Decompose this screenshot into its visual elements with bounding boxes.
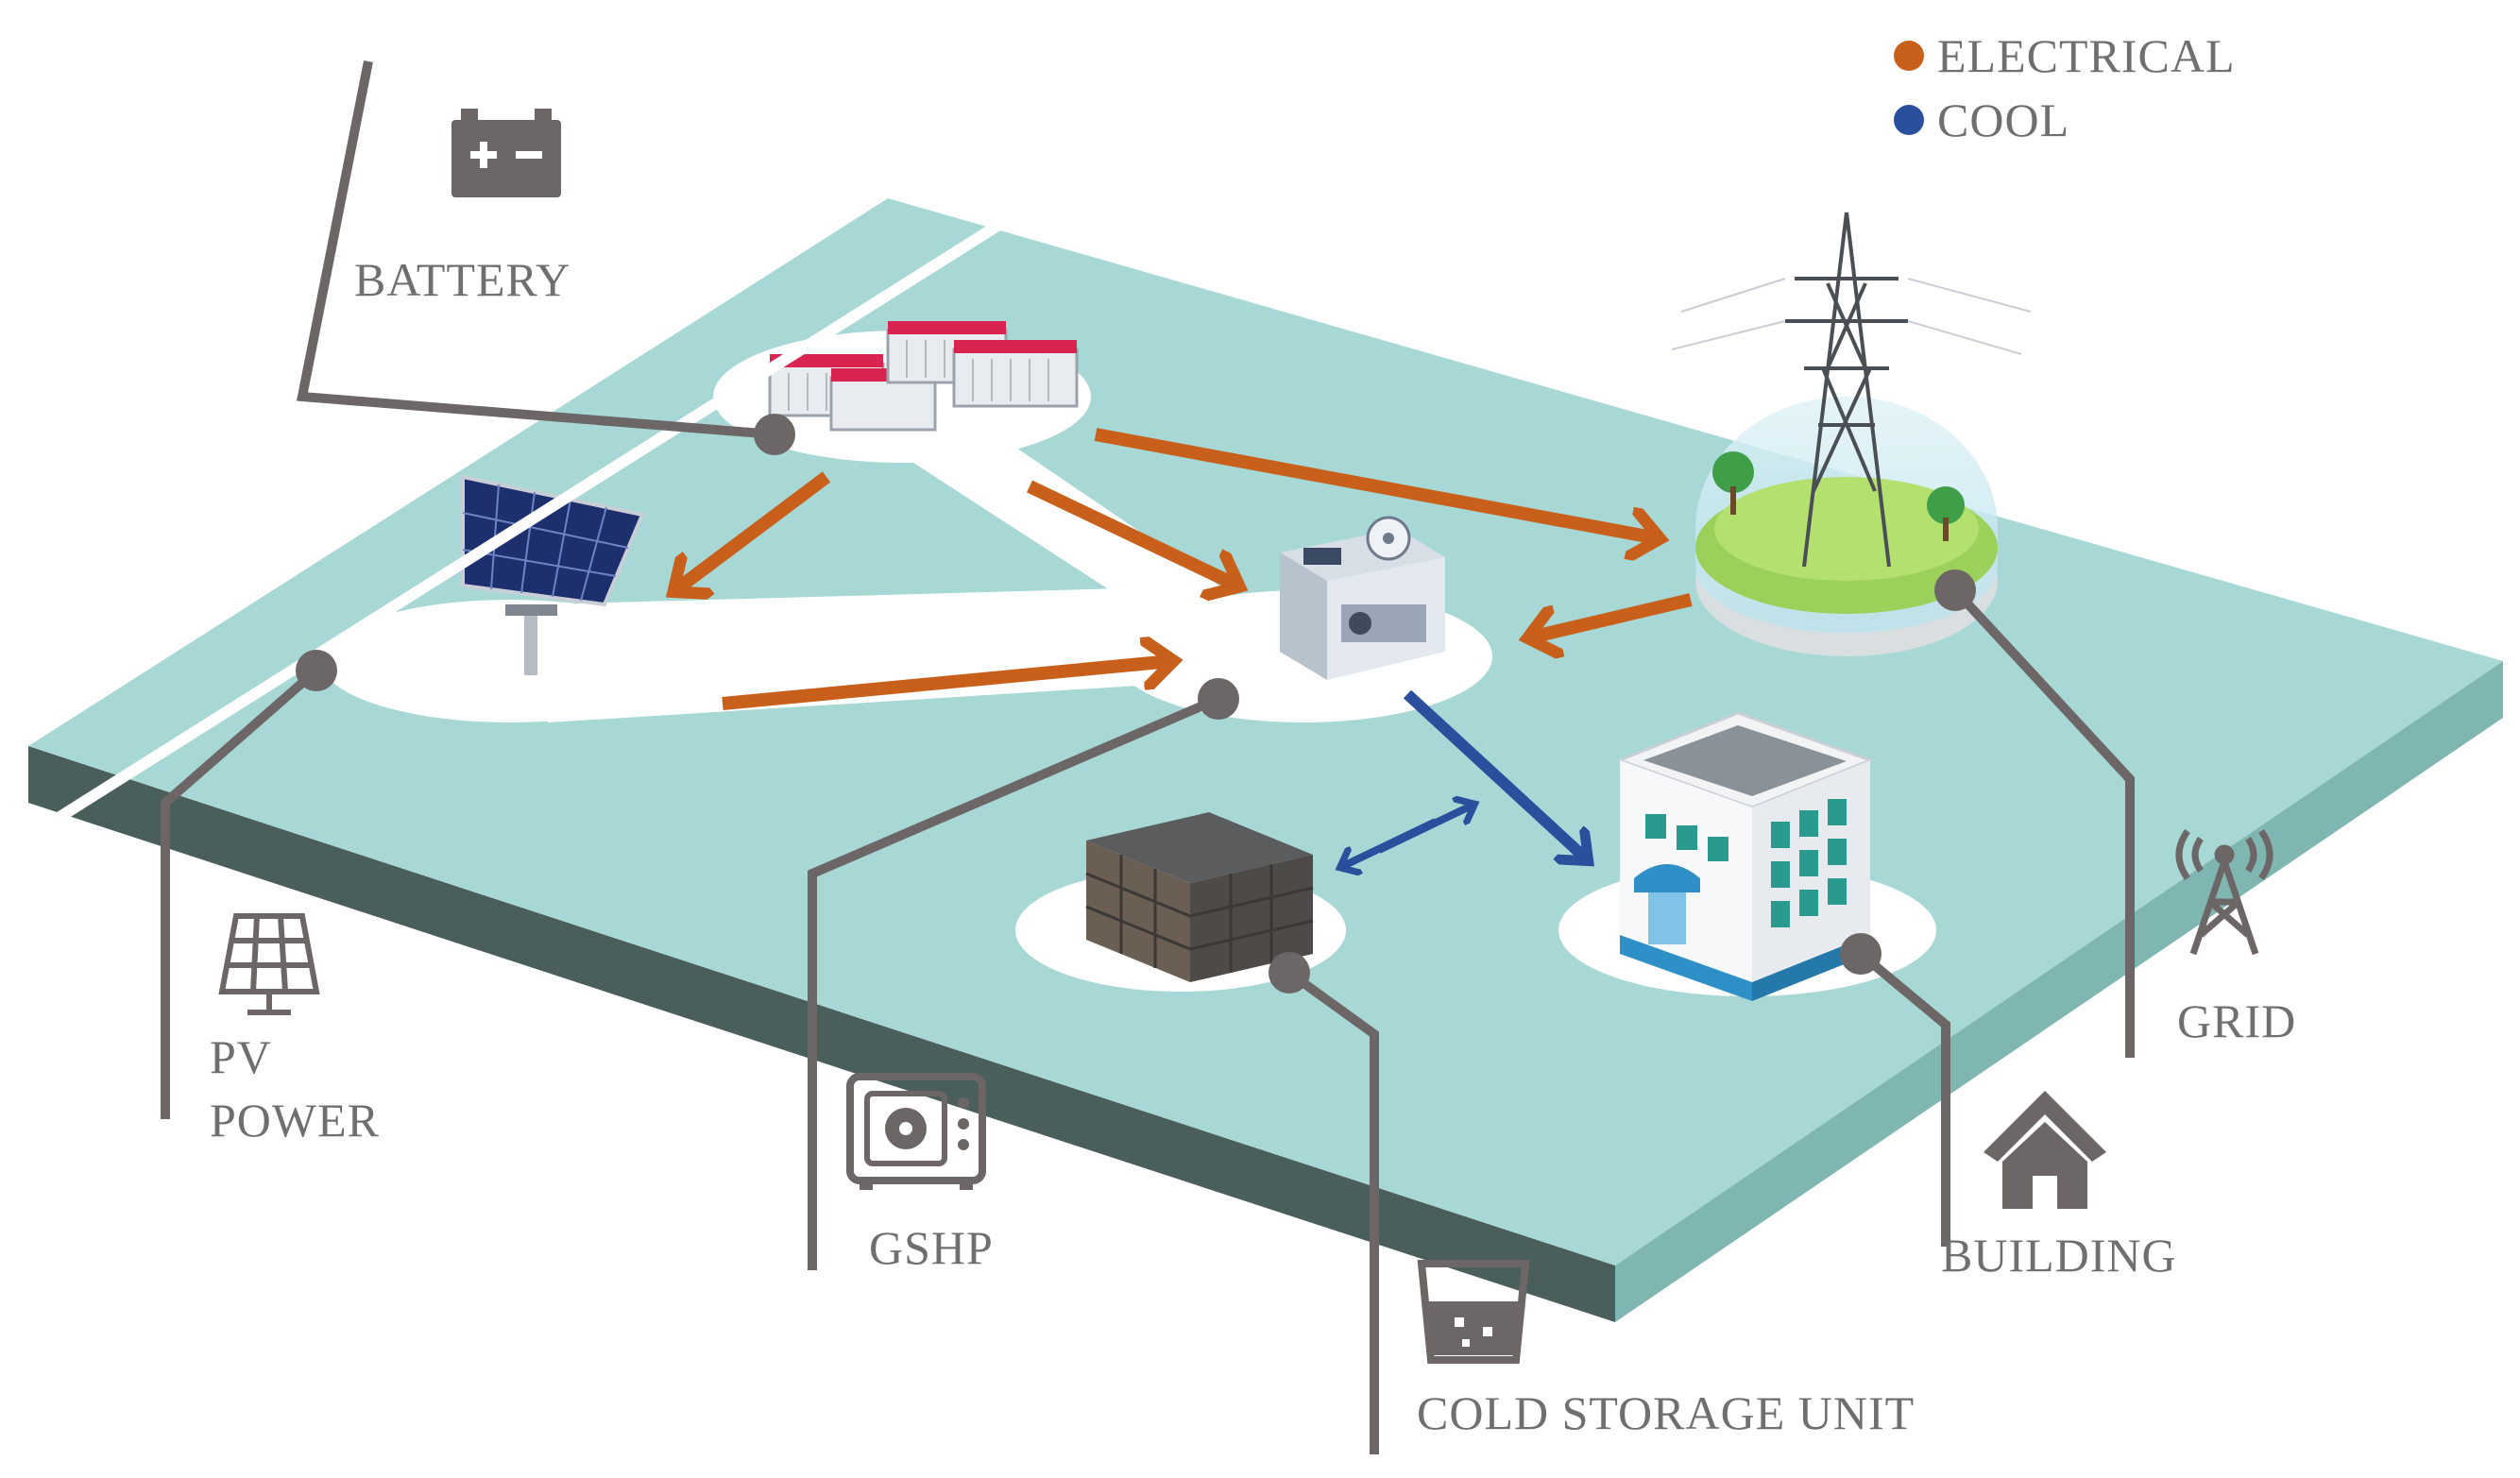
legend-cool: COOL (1894, 93, 2069, 147)
arrow-gshp-to-building (1403, 689, 1587, 859)
legend-electrical-swatch (1894, 41, 1924, 71)
leader-pv (161, 667, 320, 1119)
leader-gshp (808, 694, 1220, 1270)
leader-dots (296, 414, 1976, 994)
platform-side-face (1615, 661, 2503, 1322)
arrow-pv-to-gshp (722, 661, 1171, 710)
arrow-grid-to-gshp (1530, 593, 1693, 637)
heat-pump-illustration (1280, 516, 1445, 680)
leader-battery (297, 60, 775, 439)
legend-cool-swatch (1894, 105, 1924, 135)
grid-illustration (1671, 212, 2032, 656)
pv-label-line2: POWER (210, 1094, 380, 1147)
battery-label: BATTERY (354, 253, 571, 306)
building-label: BUILDING (1941, 1229, 2177, 1282)
grid-label: GRID (2177, 994, 2297, 1047)
platform-top-face (28, 198, 2503, 1266)
platform-front-face (28, 746, 1615, 1322)
island-bridge-pv (538, 586, 1228, 722)
legend-cool-label: COOL (1937, 93, 2070, 146)
legend-electrical-label: ELECTRICAL (1937, 29, 2236, 82)
electrical-flows (675, 428, 1693, 710)
building-illustration (1615, 711, 1875, 1001)
arrow-battery-to-gshp (1026, 480, 1237, 586)
cold-storage-label: COLD STORAGE UNIT (1417, 1386, 1916, 1439)
platform (28, 198, 2503, 1322)
heat-pump-icon (846, 1073, 986, 1190)
arrow-battery-to-grid (1094, 428, 1658, 538)
leader-lines (161, 60, 2135, 1454)
legend-electrical: ELECTRICAL (1894, 28, 2236, 83)
transmission-tower-icon (2175, 828, 2273, 956)
arrow-gshp-to-storage (1341, 818, 1438, 867)
leader-building (1857, 950, 1950, 1247)
solar-panel-illustration (461, 474, 645, 675)
leader-cold-storage (1286, 968, 1379, 1454)
gshp-label: GSHP (869, 1221, 994, 1274)
battery-containers-illustration (768, 321, 1079, 432)
house-icon (1984, 1091, 2106, 1209)
battery-icon (451, 109, 561, 197)
arrow-battery-to-pv (675, 471, 831, 590)
island-bridge-battery (841, 416, 1247, 642)
pv-label-line1: PV (210, 1030, 272, 1083)
solar-panel-icon (218, 913, 320, 1015)
cold-storage-icon (1417, 1260, 1530, 1364)
leader-grid (1951, 586, 2135, 1058)
cold-storage-illustration (1085, 812, 1314, 982)
